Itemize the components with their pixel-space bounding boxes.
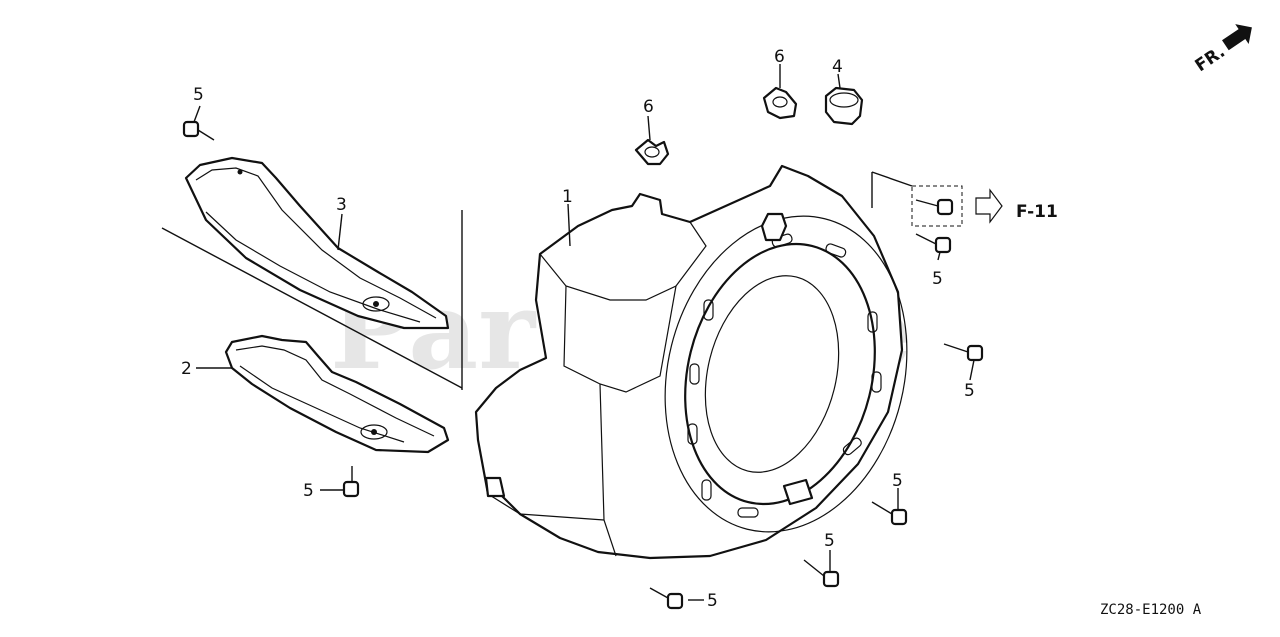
callout-1: 1 — [562, 187, 573, 207]
bolt-5d — [943, 343, 984, 362]
front-label: FR. — [1192, 42, 1229, 76]
bolt-5b — [342, 466, 360, 498]
callout-5d: 5 — [964, 381, 975, 401]
callout-5g: 5 — [707, 591, 718, 611]
callout-2: 2 — [181, 359, 192, 379]
diagram-code: ZC28-E1200 A — [1100, 602, 1202, 618]
callout-5f: 5 — [824, 531, 835, 551]
part-3-upper-cover — [184, 156, 450, 330]
reference-label: F-11 — [1016, 202, 1058, 222]
background-plane — [161, 210, 463, 390]
callout-6b: 6 — [774, 47, 785, 67]
arrow-front-icon — [1222, 24, 1252, 51]
callout-5e: 5 — [892, 471, 903, 491]
callout-6a: 6 — [643, 97, 654, 117]
bolt-5g — [649, 587, 684, 610]
part-6-clip-b — [762, 86, 798, 120]
bolt-5f — [803, 559, 840, 588]
callout-5b: 5 — [303, 481, 314, 501]
leader-lines — [193, 64, 975, 601]
callout-5a: 5 — [193, 85, 204, 105]
part-2-lower-cover — [224, 334, 450, 454]
part-4-grommet — [824, 86, 864, 126]
reference-box — [871, 171, 1003, 227]
bolt-5a — [182, 120, 215, 141]
callout-4: 4 — [832, 57, 843, 77]
arrow-right-icon — [975, 188, 1003, 224]
front-arrow: FR. — [1192, 24, 1252, 76]
bolt-5c — [915, 233, 952, 254]
callout-5c: 5 — [932, 269, 943, 289]
bolt-5e — [871, 501, 908, 526]
part-6-clip-a — [634, 138, 670, 166]
part-1-fan-cover — [474, 164, 908, 560]
callout-3: 3 — [336, 195, 347, 215]
